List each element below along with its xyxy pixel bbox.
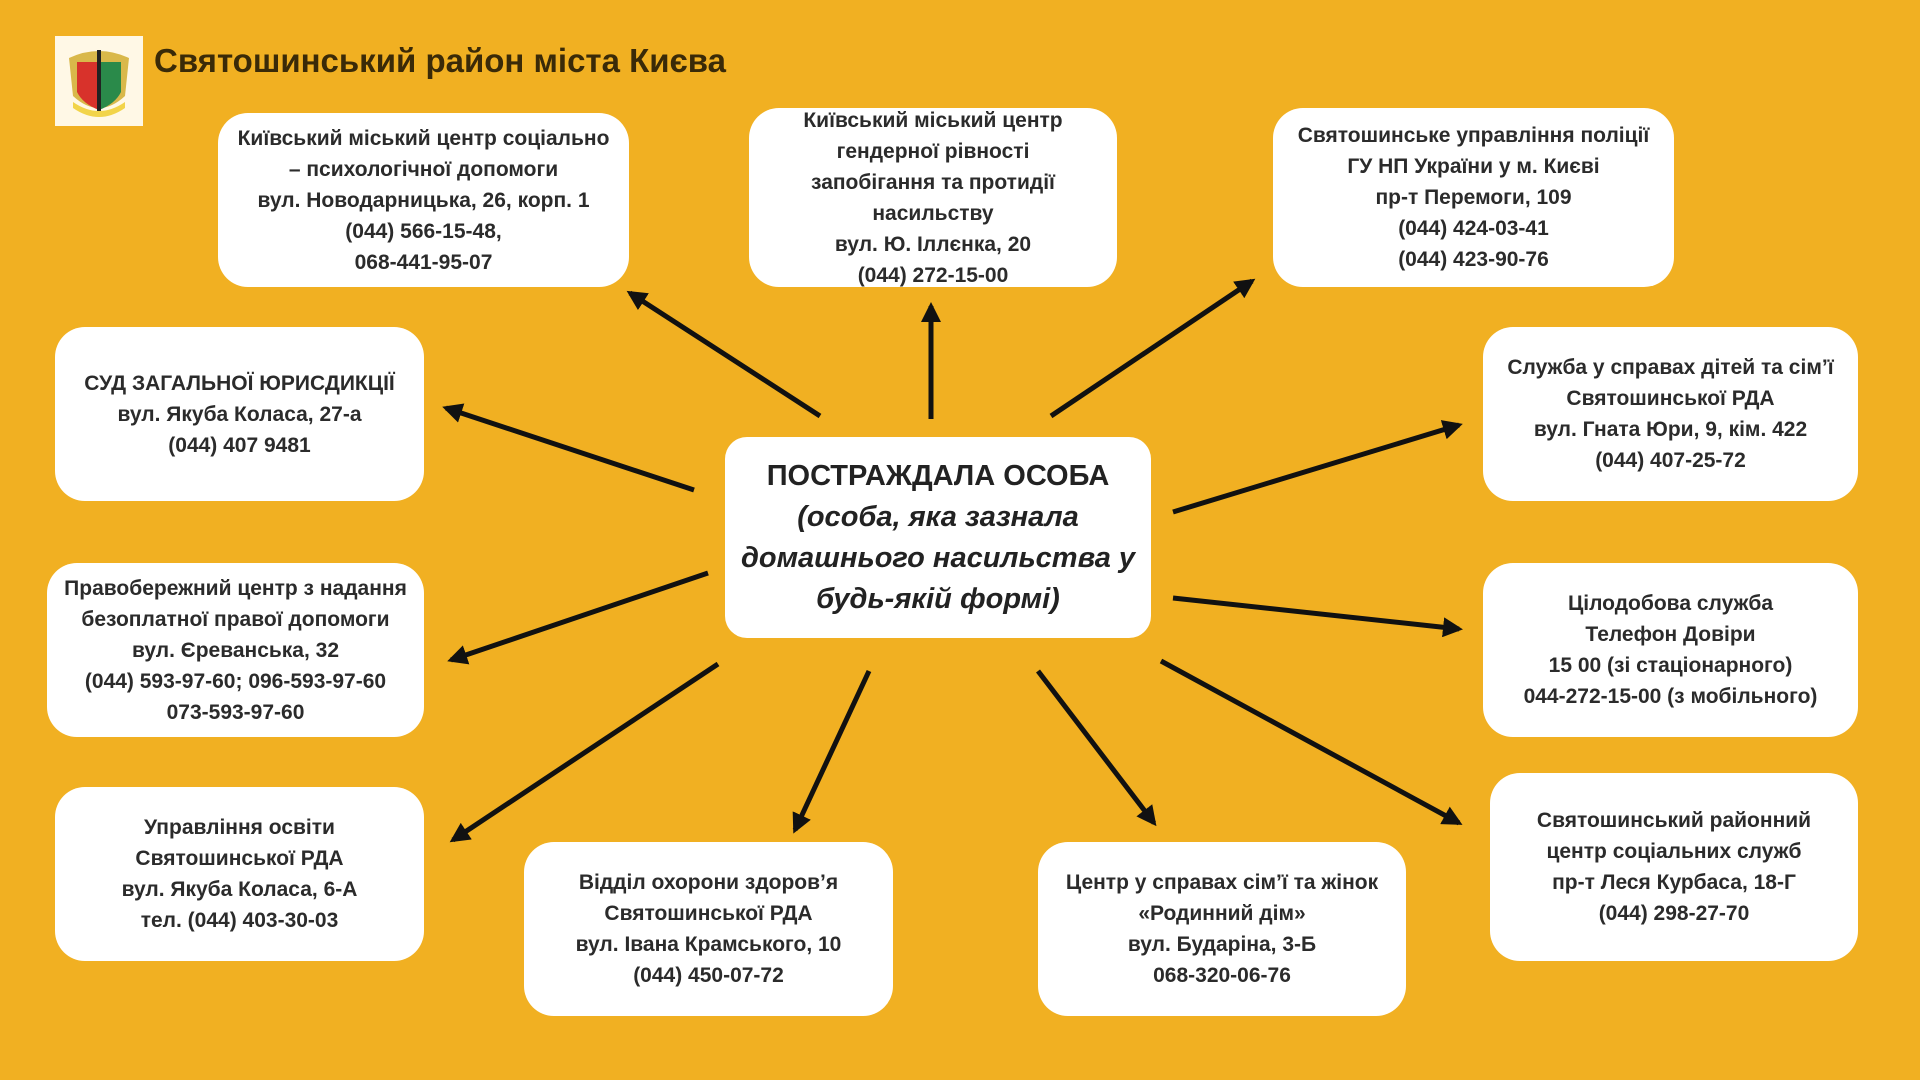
- box-line: вул. Ю. Іллєнка, 20: [834, 232, 1032, 256]
- arrow-to-education: [449, 661, 720, 843]
- box-line: вул. Новодарницька, 26, корп. 1: [257, 188, 590, 212]
- box-line: безоплатної правої допомоги: [81, 607, 390, 631]
- box-line: Цілодобова служба: [1567, 592, 1774, 615]
- center-title: ПОСТРАЖДАЛА ОСОБА: [766, 459, 1110, 492]
- box-line: Київський міський центр: [803, 108, 1063, 132]
- arrow-to-court: [442, 403, 695, 493]
- box-line: пр-т Леся Курбаса, 18-Г: [1552, 871, 1796, 894]
- box-line: пр-т Перемоги, 109: [1375, 186, 1572, 209]
- arrow-to-hotline: [1172, 595, 1463, 638]
- health-box: Відділ охорони здоров’я Святошинської РД…: [524, 842, 893, 1016]
- box-line: Святошинський районний: [1536, 809, 1812, 832]
- social-services-box: Святошинський районний центр соціальних …: [1490, 773, 1858, 961]
- box-line: тел. (044) 403-30-03: [140, 909, 339, 932]
- box-line: насильству: [872, 201, 994, 225]
- box-line: Правобережний центр з надання: [64, 576, 407, 600]
- box-line: 044-272-15-00 (з мобільного): [1523, 685, 1818, 708]
- box-line: Центр у справах сім’ї та жінок: [1065, 871, 1379, 894]
- psych-center-box: Київський міський центр соціально – псих…: [218, 113, 629, 287]
- box-line: вул. Якуба Коласа, 6-А: [121, 878, 358, 901]
- legal-aid-box: Правобережний центр з надання безоплатно…: [47, 563, 424, 737]
- gender-center-box: Київський міський центр гендерної рівнос…: [749, 108, 1117, 287]
- page-title: Святошинський район міста Києва: [154, 42, 726, 79]
- box-line: вул. Якуба Коласа, 27-а: [117, 402, 362, 426]
- box-line: 15 00 (зі стаціонарного): [1548, 654, 1793, 677]
- children-service-box: Служба у справах дітей та сім’ї Святошин…: [1483, 327, 1858, 501]
- arrow-to-social-services: [1159, 658, 1463, 826]
- box-line: (044) 424-03-41: [1398, 217, 1549, 240]
- arrow-to-family-center: [1036, 669, 1157, 827]
- box-line: 068-441-95-07: [354, 250, 493, 274]
- box-line: (044) 593-97-60; 096-593-97-60: [84, 669, 387, 693]
- box-line: центр соціальних служб: [1546, 840, 1802, 863]
- box-line: Святошинської РДА: [1566, 387, 1775, 410]
- box-line: вул. Івана Крамського, 10: [575, 933, 842, 956]
- police-box: Святошинське управління поліції ГУ НП Ук…: [1273, 108, 1674, 287]
- box-line: Відділ охорони здоров’я: [578, 871, 839, 894]
- box-line: ГУ НП України у м. Києві: [1347, 155, 1600, 178]
- box-line: СУД ЗАГАЛЬНОЇ ЮРИСДИКЦІЇ: [84, 371, 395, 395]
- box-line: – психологічної допомоги: [288, 157, 559, 181]
- box-line: Телефон Довіри: [1585, 623, 1756, 646]
- box-line: Святошинської РДА: [604, 902, 813, 925]
- center-subtitle-1: (особа, яка зазнала: [797, 500, 1079, 533]
- coat-of-arms-logo: [55, 36, 143, 126]
- box-line: (044) 298-27-70: [1598, 902, 1750, 925]
- box-line: Святошинської РДА: [135, 847, 344, 870]
- box-line: запобігання та протидії: [811, 170, 1055, 194]
- box-line: (044) 407 9481: [168, 433, 311, 457]
- court-box: СУД ЗАГАЛЬНОЇ ЮРИСДИКЦІЇ вул. Якуба Кола…: [55, 327, 424, 501]
- box-line: Святошинське управління поліції: [1297, 124, 1650, 147]
- box-line: (044) 272-15-00: [857, 263, 1009, 287]
- box-line: гендерної рівності: [836, 139, 1030, 163]
- box-line: 073-593-97-60: [166, 700, 305, 724]
- box-line: Служба у справах дітей та сім’ї: [1507, 356, 1834, 379]
- box-line: Управління освіти: [144, 816, 335, 839]
- arrow-to-police: [1049, 278, 1256, 419]
- box-line: вул. Бударіна, 3-Б: [1127, 933, 1317, 956]
- box-line: (044) 566-15-48,: [345, 219, 502, 243]
- education-box: Управління освіти Святошинської РДА вул.…: [55, 787, 424, 961]
- box-line: 068-320-06-76: [1153, 964, 1291, 987]
- box-line: «Родинний дім»: [1138, 902, 1306, 925]
- arrow-to-children-service: [1172, 420, 1463, 515]
- box-line: (044) 450-07-72: [633, 964, 784, 987]
- box-line: вул. Єреванська, 32: [131, 638, 340, 662]
- center-subtitle-2: домашнього насильства у: [740, 541, 1136, 574]
- arrow-to-psych-center: [626, 290, 822, 419]
- box-line: вул. Гната Юри, 9, кім. 422: [1533, 418, 1808, 441]
- arrow-to-health: [792, 669, 872, 834]
- victim-center-node: ПОСТРАЖДАЛА ОСОБА (особа, яка зазнала до…: [725, 437, 1151, 638]
- box-line: Київський міський центр соціально: [237, 126, 610, 150]
- arrow-to-legal-aid: [447, 570, 709, 665]
- family-center-box: Центр у справах сім’ї та жінок «Родинний…: [1038, 842, 1406, 1016]
- box-line: (044) 423-90-76: [1398, 248, 1549, 271]
- hotline-box: Цілодобова служба Телефон Довіри 15 00 (…: [1483, 563, 1858, 737]
- center-subtitle-3: будь-якій формі): [816, 582, 1060, 615]
- box-line: (044) 407-25-72: [1595, 449, 1746, 472]
